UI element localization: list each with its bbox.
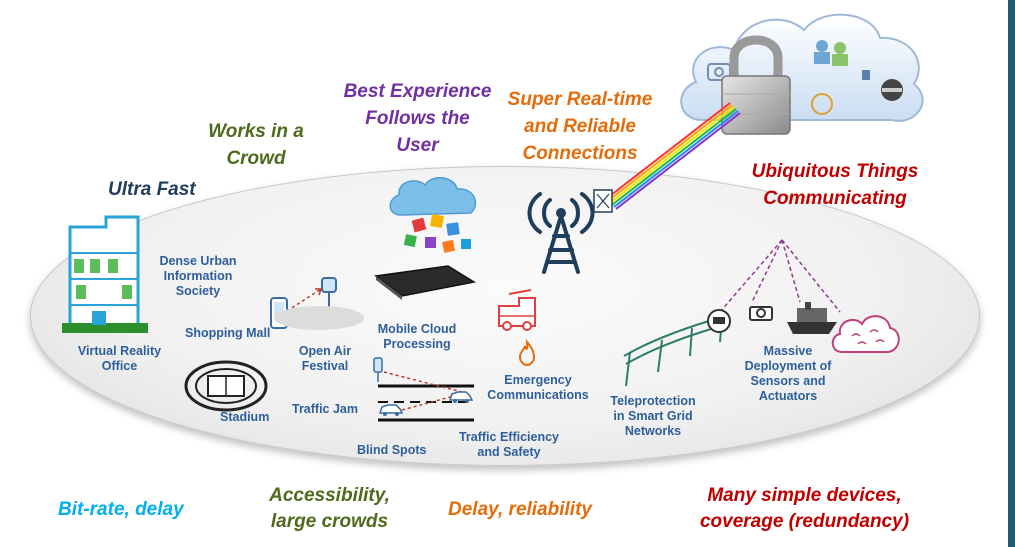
label-teleprotection-line3: Networks [624, 424, 682, 438]
label-teleprotection: Teleprotection in Smart Grid Networks [600, 394, 706, 439]
heading-best-experience-line2: Follows the [365, 108, 470, 129]
heading-super-realtime-line2: and Reliable [524, 116, 636, 137]
side-accent-bar [1008, 0, 1015, 547]
label-mobile-cloud-line1: Mobile Cloud [377, 322, 457, 336]
fire-truck-icon [498, 289, 536, 331]
car-icon [378, 404, 404, 416]
label-dense-urban-line3: Society [175, 284, 221, 298]
heading-works-crowd-line1: Works in a [208, 121, 304, 142]
label-massive-line4: Actuators [758, 389, 818, 403]
heading-super-realtime-line1: Super Real-time [507, 89, 653, 110]
label-traffic-efficiency: Traffic Efficiency and Safety [446, 430, 572, 460]
footer-many-line1: Many simple devices, [707, 485, 902, 506]
footer-bitrate: Bit-rate, delay [58, 499, 184, 520]
footer-accessibility-line2: large crowds [270, 511, 389, 532]
label-open-air-line2: Festival [301, 359, 349, 373]
label-virtual-reality-line2: Office [101, 359, 138, 373]
heading-ubiquitous-line2: Communicating [763, 188, 907, 209]
label-massive-line3: Sensors and [750, 374, 826, 388]
footer-many-devices: Many simple devices, coverage (redundanc… [682, 483, 927, 535]
label-massive-line2: Deployment of [744, 359, 832, 373]
label-stadium: Stadium [220, 410, 270, 424]
label-open-air: Open Air Festival [290, 344, 360, 374]
label-emergency-line1: Emergency [504, 373, 572, 387]
sensor-pin-icon [321, 277, 337, 308]
label-blind-spots: Blind Spots [357, 443, 427, 457]
label-traffic-jam: Traffic Jam [292, 402, 359, 416]
label-virtual-reality-line1: Virtual Reality [77, 344, 162, 358]
label-dense-urban-line1: Dense Urban [159, 254, 237, 268]
car-icon [448, 391, 474, 403]
heading-best-experience: Best Experience Follows the User [335, 78, 500, 159]
camera-icon [749, 306, 773, 321]
heading-ultra-fast: Ultra Fast [108, 179, 196, 200]
footer-accessibility-line1: Accessibility, [269, 485, 390, 506]
label-teleprotection-line1: Teleprotection [610, 394, 696, 408]
antenna-tower-icon [527, 189, 613, 274]
heading-super-realtime-line3: Connections [522, 143, 638, 164]
label-teleprotection-line2: in Smart Grid [613, 409, 693, 423]
label-virtual-reality: Virtual Reality Office [72, 344, 167, 374]
robot-icon [707, 309, 731, 333]
label-shopping-mall: Shopping Mall [185, 326, 271, 340]
festival-ground [274, 306, 364, 330]
signal-beam [605, 102, 741, 210]
label-emergency-line2: Communications [487, 388, 589, 402]
label-dense-urban: Dense Urban Information Society [148, 254, 248, 299]
label-open-air-line1: Open Air [298, 344, 352, 358]
building-icon [62, 215, 148, 333]
heading-super-realtime: Super Real-time and Reliable Connections [500, 86, 660, 167]
label-traffic-efficiency-line2: and Safety [477, 445, 541, 459]
label-dense-urban-line2: Information [163, 269, 233, 283]
stadium-icon [184, 360, 268, 412]
heading-best-experience-line3: User [396, 135, 439, 156]
label-emergency: Emergency Communications [482, 373, 594, 403]
label-massive-deployment: Massive Deployment of Sensors and Actuat… [738, 344, 838, 404]
footer-delay: Delay, reliability [448, 499, 592, 520]
flame-icon [518, 338, 536, 367]
cloud-apps-icon [389, 177, 477, 253]
smartphone-icon [374, 265, 477, 300]
label-massive-line1: Massive [763, 344, 813, 358]
broadcast-arrows [719, 239, 841, 313]
label-mobile-cloud: Mobile Cloud Processing [372, 322, 462, 352]
heading-ubiquitous: Ubiquitous Things Communicating [730, 158, 940, 212]
heading-works-crowd: Works in a Crowd [196, 118, 316, 172]
label-mobile-cloud-line2: Processing [383, 337, 451, 351]
heading-best-experience-line1: Best Experience [343, 81, 492, 102]
footer-many-line2: coverage (redundancy) [699, 511, 910, 532]
footer-accessibility: Accessibility, large crowds [262, 483, 397, 535]
heading-works-crowd-line2: Crowd [226, 148, 286, 169]
road-icon [373, 357, 474, 422]
label-traffic-efficiency-line1: Traffic Efficiency [458, 430, 560, 444]
heading-ubiquitous-line1: Ubiquitous Things [751, 161, 919, 182]
cloud-wifi-icon [831, 315, 900, 353]
ship-icon [787, 302, 837, 334]
